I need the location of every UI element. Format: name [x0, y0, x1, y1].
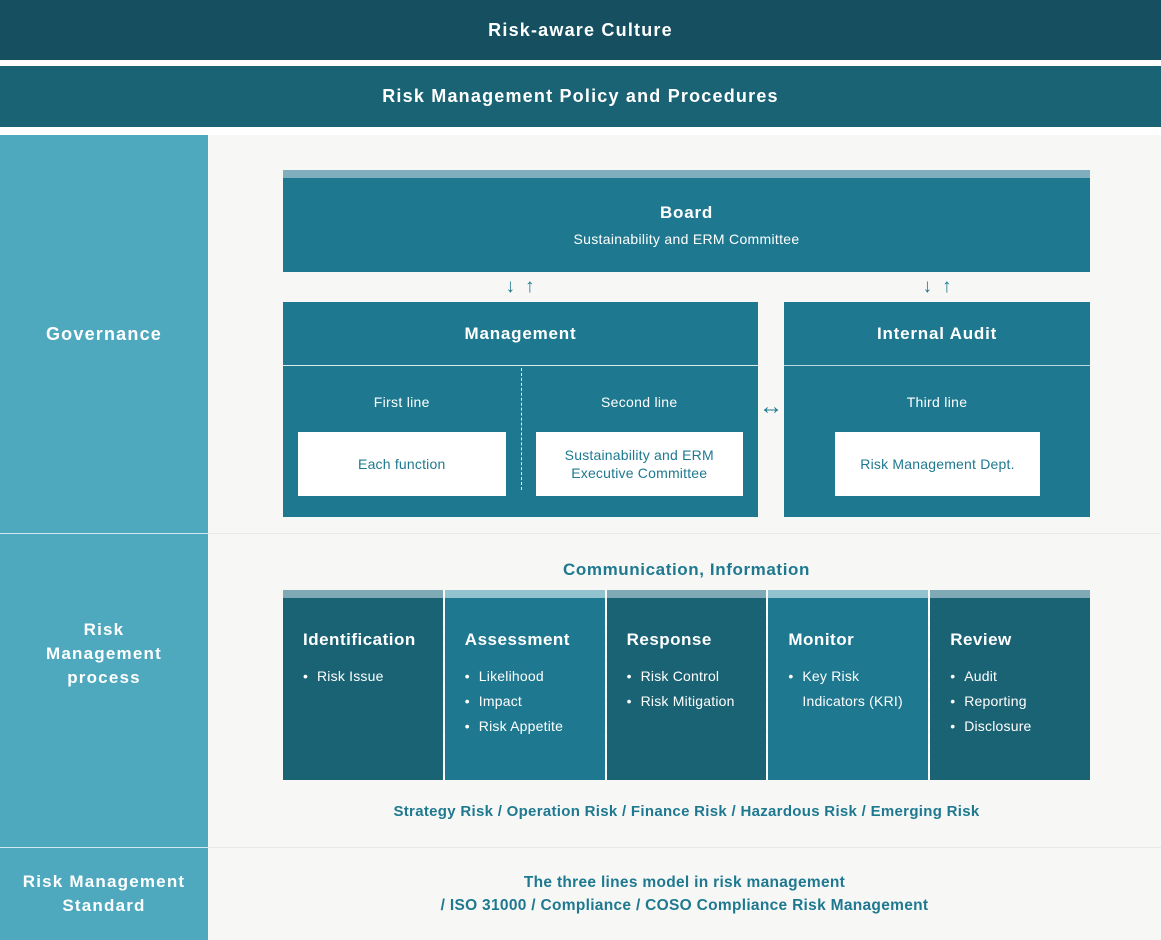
section-divider [208, 533, 1161, 534]
sidebar-process-label: Risk Management process [46, 620, 162, 687]
process-columns: Identification Risk Issue Assessment Lik… [283, 590, 1090, 780]
management-body: First line Each function Second line Sus… [283, 366, 758, 516]
main-area: Board Sustainability and ERM Committee ↓… [208, 135, 1161, 940]
first-line-label: First line [373, 394, 430, 410]
management-box: Management First line Each function Seco… [283, 302, 758, 517]
banner-risk-policy: Risk Management Policy and Procedures [0, 66, 1161, 127]
column-title: Monitor [788, 630, 855, 649]
column-items: Risk Issue [303, 664, 435, 689]
arrow-down-icon: ↓ [922, 276, 933, 297]
sidebar: Governance Risk Management process Risk … [0, 135, 208, 940]
column-accent-strip [768, 590, 929, 598]
list-item: Key Risk Indicators (KRI) [788, 664, 920, 714]
internal-audit-body: Third line Risk Management Dept. [784, 366, 1090, 516]
column-items: Risk Control Risk Mitigation [627, 664, 759, 714]
column-title: Response [626, 630, 712, 649]
sidebar-standard-label: Risk Management Standard [22, 872, 186, 915]
list-item: Risk Appetite [465, 714, 597, 739]
column-title: Review [950, 630, 1012, 649]
standard-text: The three lines model in risk management… [208, 871, 1161, 917]
sidebar-governance-label: Governance [45, 323, 163, 344]
list-item: Risk Mitigation [627, 689, 759, 714]
board-box: Board Sustainability and ERM Committee [283, 178, 1090, 272]
column-accent-strip [283, 590, 443, 598]
internal-audit-title: Internal Audit [784, 302, 1090, 366]
arrow-down-icon: ↓ [505, 276, 516, 297]
column-items: Likelihood Impact Risk Appetite [465, 664, 597, 739]
third-line-box: Risk Management Dept. [835, 432, 1040, 496]
board-audit-arrows: ↓ ↑ [905, 276, 969, 298]
sidebar-section-governance: Governance [0, 135, 208, 533]
column-items: Key Risk Indicators (KRI) [788, 664, 920, 714]
risk-types-line: Strategy Risk / Operation Risk / Finance… [393, 803, 980, 820]
third-line-cell: Third line Risk Management Dept. [784, 366, 1090, 516]
first-line-cell: First line Each function [283, 366, 521, 516]
second-line-cell: Second line Sustainability and ERM Execu… [521, 366, 759, 516]
sidebar-section-process: Risk Management process [0, 533, 208, 847]
column-accent-strip [606, 590, 767, 598]
process-column-response: Response Risk Control Risk Mitigation [604, 590, 767, 780]
internal-audit-box: Internal Audit Third line Risk Managemen… [784, 302, 1090, 517]
banner-culture-label: Risk-aware Culture [488, 19, 673, 40]
process-column-identification: Identification Risk Issue [283, 590, 443, 780]
board-title: Board [659, 203, 714, 222]
list-item: Audit [950, 664, 1082, 689]
board-accent-strip [283, 170, 1090, 178]
second-line-label: Second line [601, 394, 678, 410]
third-line-label: Third line [906, 394, 968, 410]
column-items: Audit Reporting Disclosure [950, 664, 1082, 739]
standard-line-1: The three lines model in risk management [523, 874, 846, 891]
banner-risk-aware-culture: Risk-aware Culture [0, 0, 1161, 60]
list-item: Likelihood [465, 664, 597, 689]
arrow-up-icon: ↑ [525, 276, 535, 297]
banner-policy-label: Risk Management Policy and Procedures [382, 86, 779, 106]
board-subtitle: Sustainability and ERM Committee [573, 231, 800, 247]
column-title: Assessment [464, 630, 570, 649]
list-item: Risk Control [627, 664, 759, 689]
first-line-box: Each function [298, 432, 506, 496]
list-item: Reporting [950, 689, 1082, 714]
list-item: Impact [465, 689, 597, 714]
process-column-review: Review Audit Reporting Disclosure [928, 590, 1090, 780]
column-accent-strip [444, 590, 605, 598]
communication-heading: Communication, Information [563, 560, 810, 579]
management-title: Management [283, 302, 758, 366]
dashed-divider [520, 368, 522, 490]
process-column-assessment: Assessment Likelihood Impact Risk Appeti… [442, 590, 605, 780]
section-divider [208, 847, 1161, 848]
column-title: Identification [303, 630, 416, 649]
standard-line-2: / ISO 31000 / Compliance / COSO Complian… [440, 897, 929, 914]
list-item: Risk Issue [303, 664, 435, 689]
left-right-arrow-icon: ↔ [759, 393, 783, 420]
column-accent-strip [930, 590, 1090, 598]
sidebar-section-standard: Risk Management Standard [0, 847, 208, 940]
second-line-box: Sustainability and ERM Executive Committ… [535, 432, 743, 496]
board-management-arrows: ↓ ↑ [488, 276, 552, 298]
process-column-monitor: Monitor Key Risk Indicators (KRI) [766, 590, 929, 780]
list-item: Disclosure [950, 714, 1082, 739]
arrow-up-icon: ↑ [942, 276, 952, 297]
